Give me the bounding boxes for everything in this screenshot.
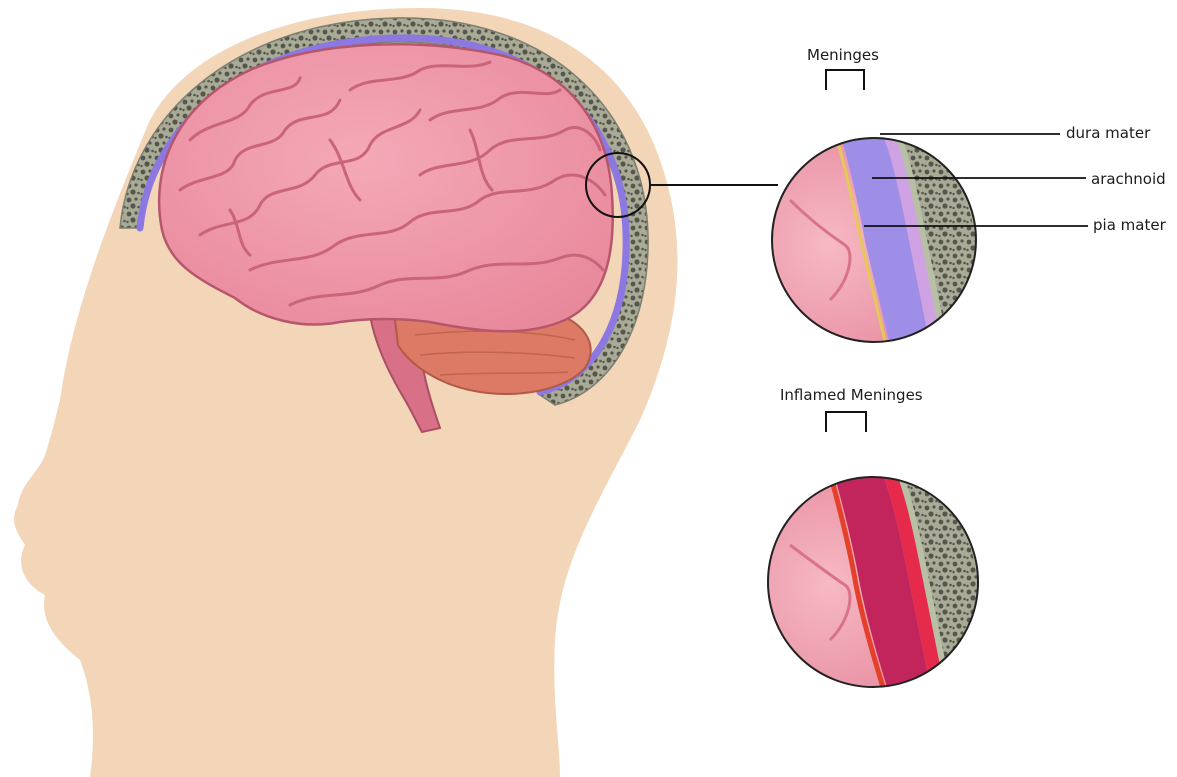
normal-meninges-detail bbox=[760, 100, 1030, 400]
pia-mater-label: pia mater bbox=[1093, 216, 1166, 234]
dura-mater-label: dura mater bbox=[1066, 124, 1150, 142]
meninges-label: Meninges bbox=[807, 46, 879, 64]
arachnoid-label: arachnoid bbox=[1091, 170, 1166, 188]
inflamed-meninges-bracket bbox=[826, 412, 866, 432]
inflamed-meninges-detail bbox=[760, 440, 1032, 730]
cerebrum bbox=[159, 44, 613, 331]
meninges-bracket bbox=[826, 70, 864, 90]
inflamed-meninges-label: Inflamed Meninges bbox=[780, 386, 923, 404]
